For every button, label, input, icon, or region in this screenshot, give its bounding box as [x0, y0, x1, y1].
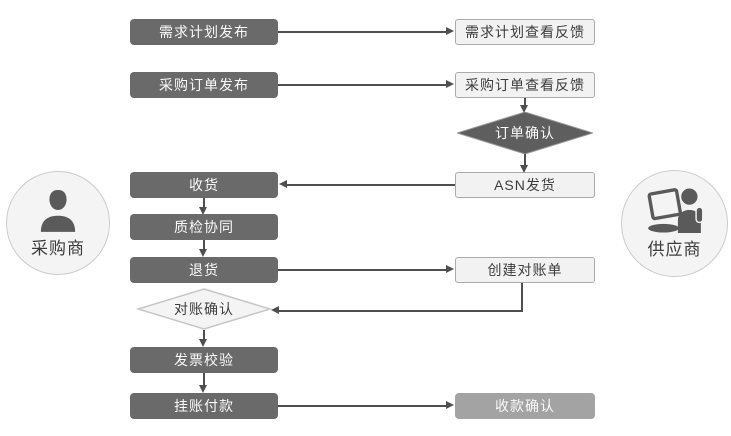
connector-return-to-statement-line [278, 269, 448, 271]
arrowhead-down-icon [199, 339, 207, 347]
node-return-goods: 退货 [130, 257, 278, 283]
connector-invoice-to-payment [203, 373, 205, 386]
node-asn-ship: ASN发货 [455, 172, 595, 198]
actor-buyer: 采购商 [6, 171, 110, 275]
connector-demand-plan-line [278, 31, 448, 33]
node-payment-on-account: 挂账付款 [130, 393, 278, 419]
connector-po-line [278, 84, 448, 86]
arrowhead-right-icon [446, 80, 454, 88]
arrowhead-down-icon [520, 165, 528, 173]
connector-po-view-to-order-confirm [524, 98, 526, 106]
arrowhead-down-icon [199, 249, 207, 257]
arrowhead-right-icon [446, 27, 454, 35]
arrowhead-right-icon [446, 265, 454, 273]
person-icon [40, 189, 76, 232]
node-po-publish: 采购订单发布 [130, 72, 278, 98]
person-laptop-icon [647, 188, 704, 233]
connector-payment-to-receipt-line [278, 405, 448, 407]
arrowhead-left-icon [271, 306, 279, 314]
node-po-view: 采购订单查看反馈 [455, 72, 595, 98]
arrowhead-right-icon [446, 401, 454, 409]
node-create-statement: 创建对账单 [455, 257, 595, 283]
connector-statement-elbow-horizontal [279, 310, 523, 312]
decision-order-confirm: 订单确认 [457, 112, 593, 154]
connector-order-confirm-to-asn [524, 154, 526, 166]
diamond-shape [136, 288, 272, 330]
node-demand-plan-view: 需求计划查看反馈 [455, 19, 595, 45]
node-demand-plan-publish: 需求计划发布 [130, 19, 278, 45]
actor-supplier: 供应商 [621, 170, 728, 277]
node-invoice-check: 发票校验 [130, 347, 278, 373]
decision-reconcile-confirm-label: 对账确认 [174, 301, 234, 317]
decision-reconcile-confirm: 对账确认 [136, 288, 272, 330]
node-receipt-confirm: 收款确认 [455, 393, 595, 419]
arrowhead-left-icon [279, 180, 287, 188]
node-receive-goods: 收货 [130, 172, 278, 198]
connector-statement-elbow-vertical [521, 283, 523, 312]
actor-buyer-label: 采购商 [31, 238, 85, 258]
connector-quality-to-return [203, 240, 205, 250]
connector-reconcile-to-invoice [203, 330, 205, 340]
actor-supplier-label: 供应商 [647, 240, 702, 259]
connector-asn-to-receive-line [287, 184, 455, 186]
connector-receive-to-quality [203, 198, 205, 208]
decision-order-confirm-label: 订单确认 [495, 125, 555, 141]
diamond-shape [457, 112, 593, 154]
arrowhead-down-icon [199, 207, 207, 215]
node-quality-collab: 质检协同 [130, 214, 278, 240]
arrowhead-down-icon [520, 105, 528, 113]
arrowhead-down-icon [199, 385, 207, 393]
